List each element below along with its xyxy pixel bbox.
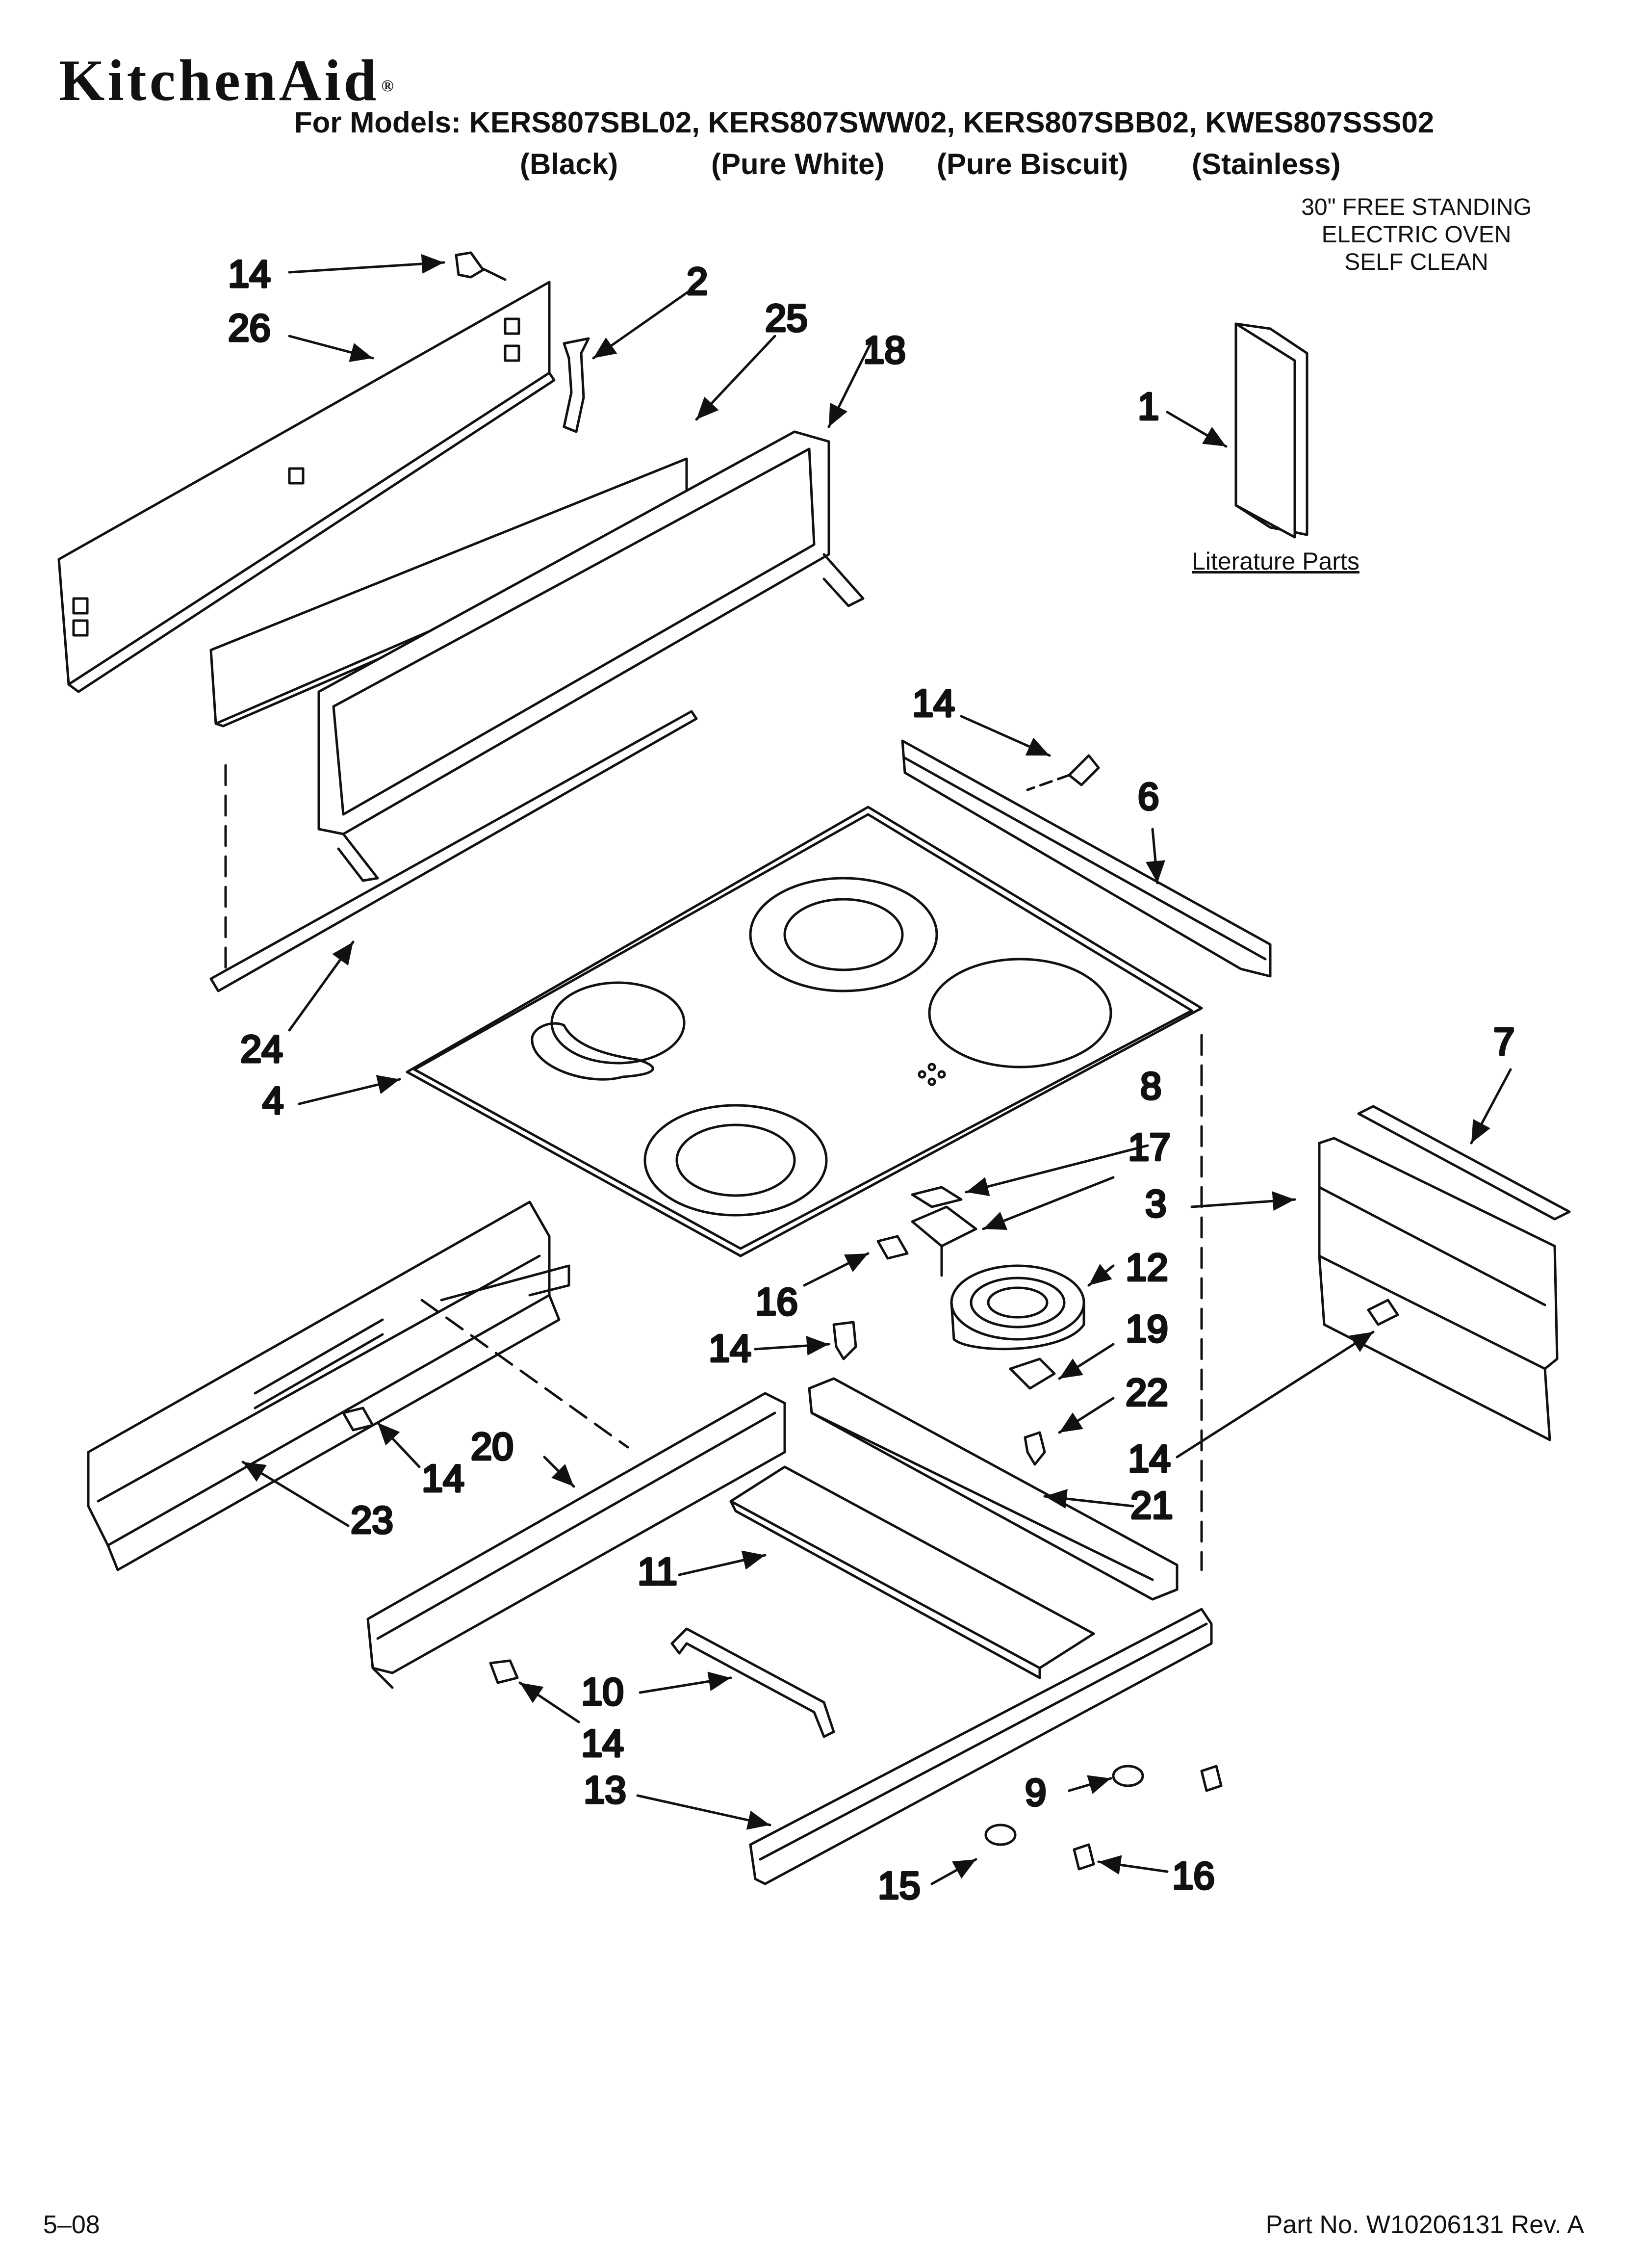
screw-14-right	[1367, 1299, 1399, 1326]
callout-7: 7	[1493, 1020, 1514, 1063]
description-line-2: ELECTRIC OVEN	[1321, 222, 1512, 248]
leader-lines	[241, 254, 1512, 1885]
callout-14-right: 14	[1128, 1437, 1171, 1480]
part-20-rail	[366, 1392, 786, 1689]
color-pure-biscuit: (Pure Biscuit)	[937, 148, 1129, 181]
part-22-screw	[1024, 1431, 1046, 1466]
part-2-bracket	[563, 337, 590, 433]
callout-6: 6	[1138, 775, 1159, 818]
part-15-leveler	[984, 1824, 1017, 1846]
footer-part-number: Part No. W10206131 Rev. A	[1265, 2211, 1584, 2239]
callout-10: 10	[581, 1670, 624, 1713]
callout-15: 15	[878, 1864, 921, 1907]
color-stainless: (Stainless)	[1192, 148, 1341, 181]
callout-1: 1	[1138, 385, 1159, 428]
callout-12: 12	[1126, 1246, 1168, 1289]
callout-14-center: 14	[709, 1327, 751, 1370]
callout-24: 24	[240, 1027, 283, 1070]
screw-14-left-lower	[342, 1407, 374, 1432]
screw-14-cooktop-rail	[1026, 754, 1100, 791]
color-pure-white: (Pure White)	[711, 148, 885, 181]
callout-9: 9	[1025, 1771, 1046, 1814]
callout-14-rail: 14	[912, 681, 955, 725]
registered-mark: ®	[381, 77, 397, 96]
callout-14-lower-left: 14	[581, 1721, 624, 1765]
color-black: (Black)	[520, 148, 618, 181]
callout-14-left-lower: 14	[422, 1457, 464, 1500]
part-21-bracket	[808, 1377, 1179, 1601]
screw-14-top-left	[455, 251, 507, 281]
callout-18: 18	[863, 328, 906, 371]
callout-3: 3	[1145, 1182, 1166, 1225]
part-17-switch-bracket	[911, 1205, 977, 1277]
callout-21: 21	[1130, 1484, 1173, 1527]
callout-16-element: 16	[755, 1280, 798, 1323]
part-4-cooktop	[406, 806, 1203, 1257]
part-7-strip	[1357, 1105, 1571, 1221]
brand-name: KitchenAid	[59, 48, 380, 113]
description-line-1: 30" FREE STANDING	[1301, 194, 1532, 220]
part-13-front-rail	[749, 1608, 1213, 1885]
part-12-surface-element	[950, 1264, 1085, 1351]
models-line: For Models: KERS807SBL02, KERS807SWW02, …	[294, 106, 1435, 139]
callout-4: 4	[262, 1079, 283, 1122]
part-24-strip	[209, 710, 698, 992]
callout-17: 17	[1128, 1125, 1171, 1169]
callout-13: 13	[584, 1768, 626, 1811]
part-18-frame	[317, 430, 865, 882]
callout-20: 20	[471, 1425, 513, 1468]
part-3-rear-bracket	[1318, 1137, 1559, 1441]
part-23-side-rail	[87, 1200, 570, 1571]
literature-parts-label: Literature Parts	[1192, 547, 1360, 575]
callout-19: 19	[1126, 1307, 1168, 1350]
part-6-rail	[901, 739, 1272, 978]
screw-14-center	[832, 1321, 857, 1360]
callout-8: 8	[1140, 1064, 1161, 1107]
part-11-plate	[729, 1465, 1095, 1679]
callout-16-lower: 16	[1172, 1854, 1215, 1897]
description-line-3: SELF CLEAN	[1344, 249, 1488, 275]
part-8-switch	[911, 1186, 963, 1208]
screw-14-lower-left	[489, 1659, 519, 1684]
part-26-back-panel	[57, 281, 556, 693]
screw-16-lower-right	[1200, 1765, 1223, 1792]
alignment-line-rail	[420, 1299, 629, 1449]
part-10-bracket	[670, 1627, 835, 1738]
callout-2: 2	[687, 260, 708, 303]
part-9-leveler	[1112, 1765, 1144, 1787]
part-19-clip	[1009, 1357, 1056, 1390]
footer-date: 5–08	[43, 2211, 100, 2239]
callout-labels: 14 26 2 25 18 1 14 6 24 4 7 8 17 3 16 12…	[227, 251, 1516, 1908]
callout-11: 11	[638, 1550, 677, 1593]
product-description: 30" FREE STANDING ELECTRIC OVEN SELF CLE…	[1245, 194, 1588, 276]
brand-logo: KitchenAid®	[59, 47, 397, 114]
screw-16-lower-center	[1073, 1843, 1095, 1871]
callout-25: 25	[765, 296, 808, 339]
callout-23: 23	[351, 1498, 393, 1541]
callout-22: 22	[1126, 1371, 1168, 1414]
callout-26: 26	[228, 306, 271, 349]
screw-16-element	[876, 1235, 909, 1260]
part-1-literature	[1234, 322, 1308, 539]
callout-14-top-left: 14	[228, 252, 271, 295]
